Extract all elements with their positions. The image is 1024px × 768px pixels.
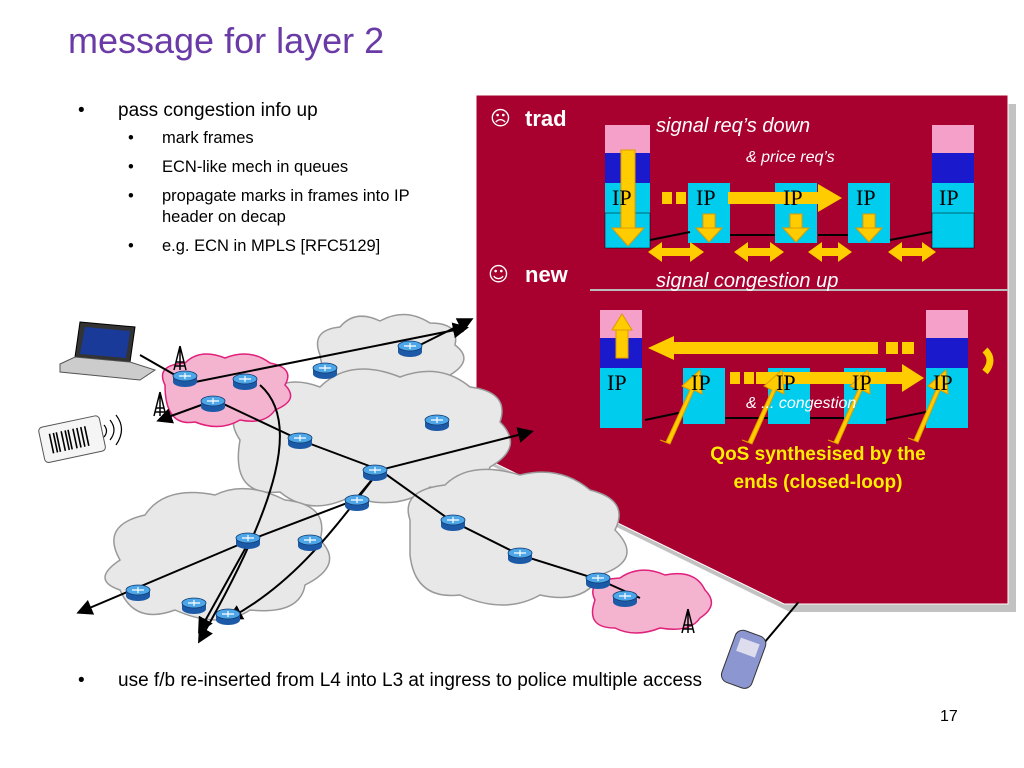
trad-face-icon: ☹ (490, 106, 511, 130)
panel-texts: ☹ trad ☺ new signal req’s down & price r… (488, 106, 926, 493)
router-icon (235, 532, 261, 550)
router-icon (507, 547, 533, 565)
network-links (76, 318, 641, 644)
new-label: new (525, 262, 569, 287)
router-icon (181, 597, 207, 615)
antenna-icon (153, 391, 167, 417)
sub-bullet-list: mark frames ECN-like mech in queues prop… (118, 128, 478, 257)
bullet-main-text: pass congestion info up (118, 100, 318, 121)
sub-bullet-4: e.g. ECN in MPLS [RFC5129] (118, 236, 478, 257)
sub-bullet-2: ECN-like mech in queues (118, 157, 478, 178)
bullet-list: pass congestion info up mark frames ECN-… (78, 100, 478, 265)
ip-label: IP (607, 370, 627, 395)
qos-text-line1: QoS synthesised by the (710, 444, 925, 465)
slide-title: message for layer 2 (68, 20, 385, 61)
ip-label: IP (691, 370, 711, 395)
qos-text-line2: ends (closed-loop) (734, 472, 903, 493)
router-icon (424, 414, 450, 432)
router-icon (215, 608, 241, 626)
ip-label: IP (783, 185, 803, 210)
router-icon (312, 362, 338, 380)
signal-down-label: signal req’s down (656, 115, 810, 137)
router-icon (362, 464, 388, 482)
laptop-icon (59, 321, 157, 381)
router-icon (440, 514, 466, 532)
sub-bullet-1: mark frames (118, 128, 478, 149)
router-icon (397, 340, 423, 358)
mobile-phone-icon (720, 601, 800, 689)
ip-label: IP (852, 370, 872, 395)
new-face-icon: ☺ (488, 262, 509, 286)
price-reqs-label: & price req’s (746, 149, 835, 166)
trad-label: trad (525, 106, 567, 131)
ip-label: IP (612, 185, 632, 210)
wireless-waves-icon (103, 414, 123, 446)
router-icon (125, 584, 151, 602)
congestion-label: & ... congestion (746, 395, 856, 412)
router-icon (200, 395, 226, 413)
signal-up-label: signal congestion up (656, 270, 838, 292)
page-number: 17 (940, 708, 958, 725)
ip-labels: IP IP IP IP IP IP IP IP IP IP (607, 185, 959, 395)
router-icon (297, 534, 323, 552)
ip-label: IP (856, 185, 876, 210)
router-icon (172, 370, 198, 388)
router-icon (232, 373, 258, 391)
new-diagram (600, 310, 994, 445)
antenna-icon (173, 345, 187, 371)
ip-label: IP (696, 185, 716, 210)
ip-label: IP (933, 370, 953, 395)
barcode-tag-icon (38, 415, 106, 463)
router-icon (612, 590, 638, 608)
ip-label: IP (939, 185, 959, 210)
bottom-bullet: use f/b re-inserted from L4 into L3 at i… (78, 670, 702, 692)
sub-bullet-3: propagate marks in frames into IP header… (118, 186, 432, 228)
router-icon (585, 572, 611, 590)
router-icon (287, 432, 313, 450)
router-icon (344, 494, 370, 512)
bullet-main: pass congestion info up mark frames ECN-… (78, 100, 478, 257)
ip-label: IP (776, 370, 796, 395)
trad-diagram (604, 125, 975, 262)
